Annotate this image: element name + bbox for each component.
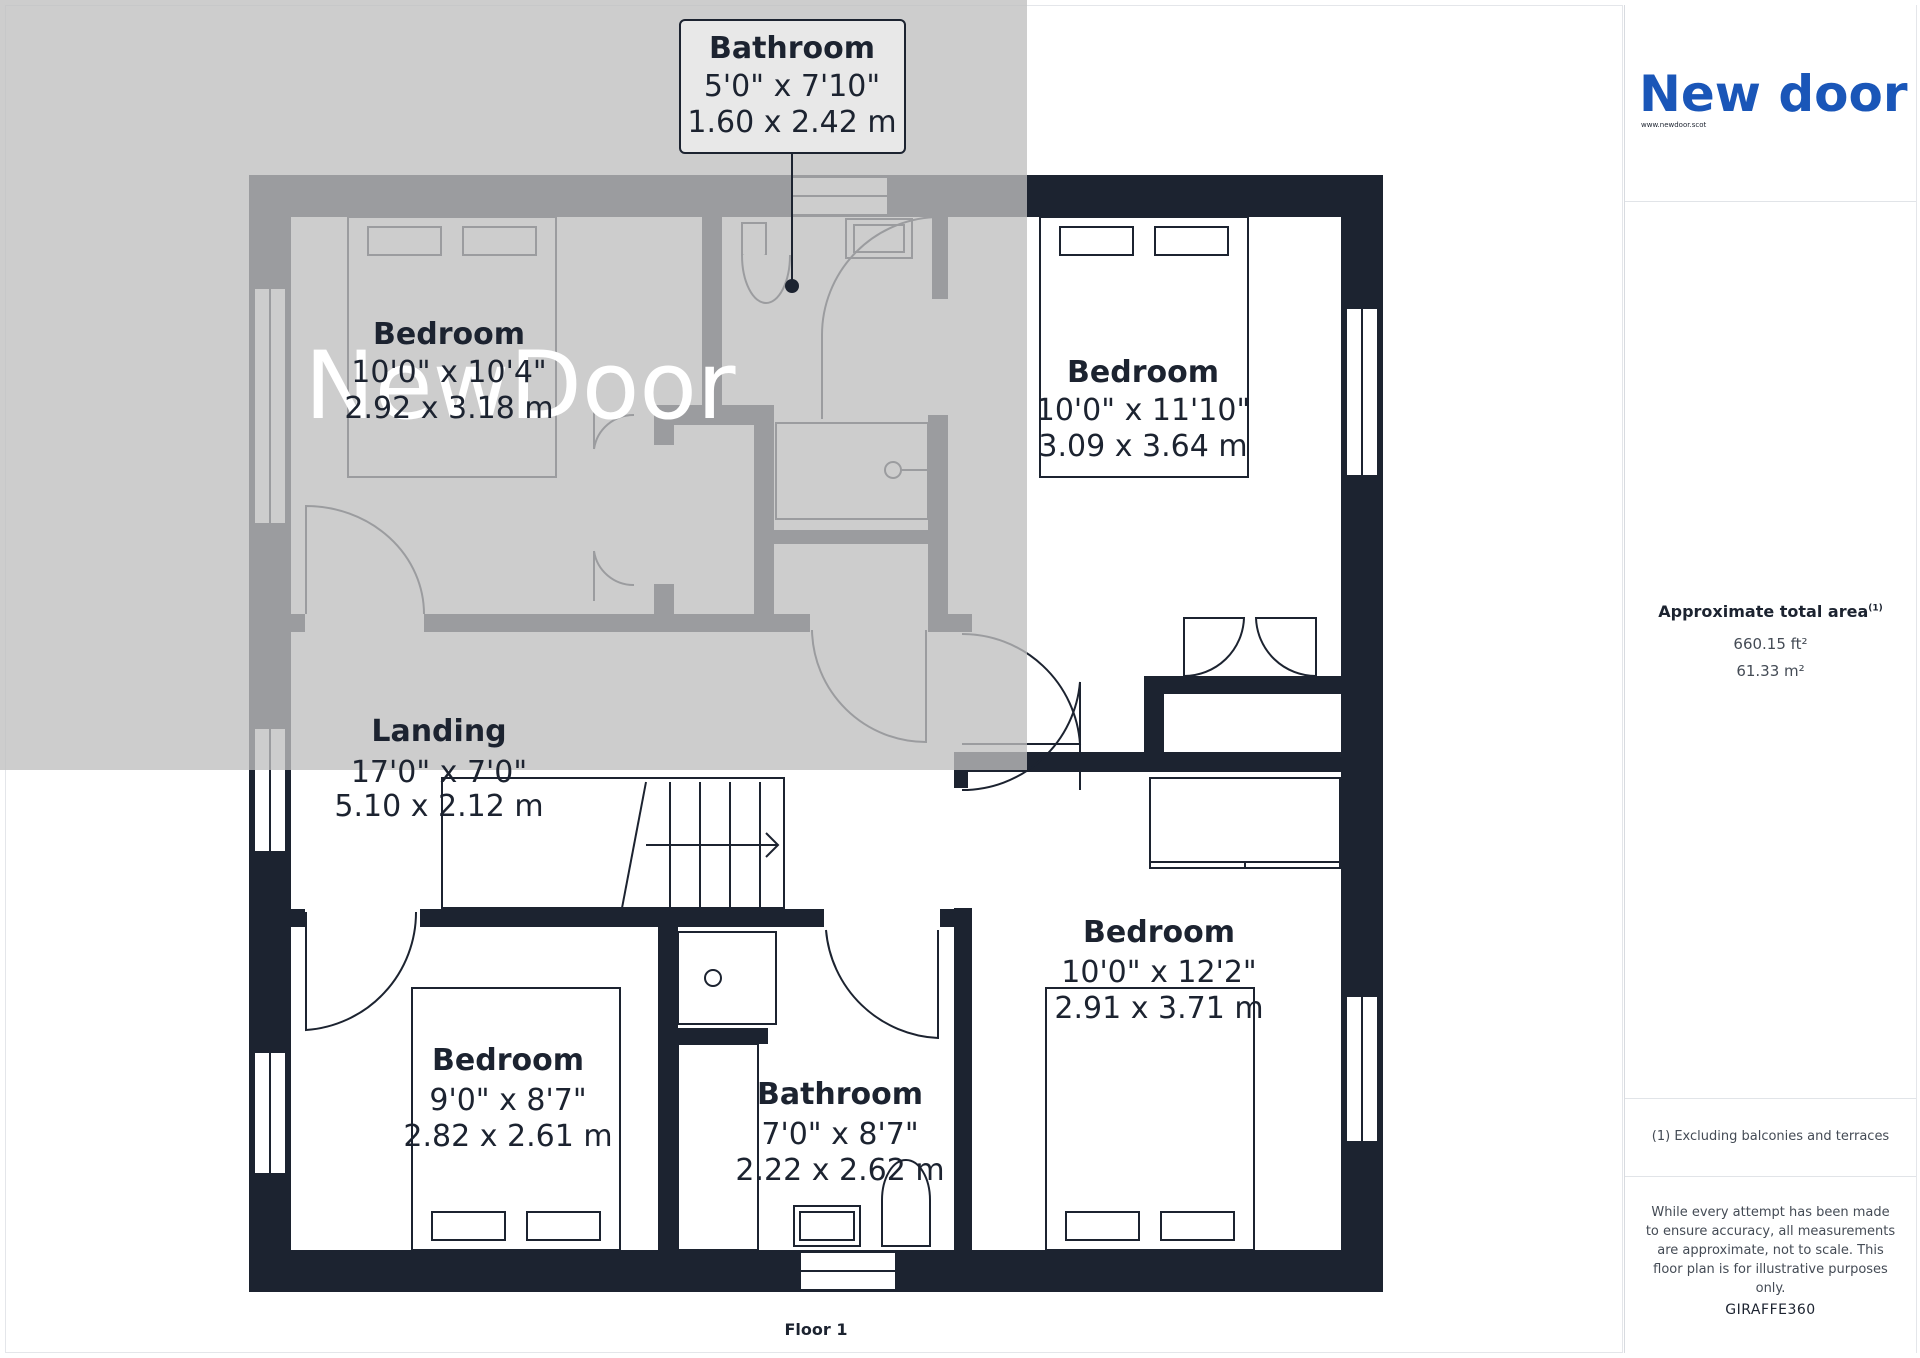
room-dims-metric: 3.09 x 3.64 m: [1038, 429, 1247, 464]
room-dims-metric: 2.22 x 2.62 m: [735, 1153, 944, 1188]
room-dims-metric: 5.10 x 2.12 m: [334, 789, 543, 824]
brand-logo: New door: [1639, 65, 1909, 137]
room-dims-imperial: 7'0" x 8'7": [761, 1117, 918, 1152]
room-dims-imperial: 9'0" x 8'7": [429, 1083, 586, 1118]
logo-wordmark: New door: [1639, 67, 1908, 123]
room-dims-imperial: 10'0" x 11'10": [1036, 393, 1251, 428]
room-label-bedroom-bottom-right: Bedroom 10'0" x 12'2" 2.91 x 3.71 m: [1054, 915, 1263, 1026]
sidebar-divider: [1625, 201, 1916, 202]
room-name: Bedroom: [432, 1043, 584, 1078]
room-dims-metric: 1.60 x 2.42 m: [687, 105, 896, 140]
floor-label: Floor 1: [784, 1320, 848, 1339]
room-dims-metric: 2.92 x 3.18 m: [344, 391, 553, 426]
room-label-bedroom-bottom-left: Bedroom 9'0" x 8'7" 2.82 x 2.61 m: [403, 1043, 612, 1154]
room-dims-imperial: 17'0" x 7'0": [351, 755, 527, 790]
exclusion-note: (1) Excluding balconies and terraces: [1651, 1129, 1890, 1144]
area-label: Approximate total area(1): [1658, 602, 1883, 621]
floor-plan: NewDoor Bathroom 5'0" x 7'10" 1.60 x 2.4…: [0, 0, 1383, 1292]
logo-url: www.newdoor.scot: [1641, 121, 1707, 129]
room-label-bedroom-top-left: Bedroom 10'0" x 10'4" 2.92 x 3.18 m: [344, 317, 553, 426]
sidebar-divider: [1625, 1176, 1916, 1177]
area-sqft: 660.15 ft²: [1733, 635, 1808, 653]
room-dims-metric: 2.91 x 3.71 m: [1054, 991, 1263, 1026]
credit: GIRAFFE360: [1725, 1302, 1816, 1318]
room-label-bedroom-top-right: Bedroom 10'0" x 11'10" 3.09 x 3.64 m: [1036, 355, 1251, 464]
room-dims-imperial: 5'0" x 7'10": [704, 69, 880, 104]
area-sqm: 61.33 m²: [1736, 662, 1805, 680]
room-dims-imperial: 10'0" x 12'2": [1061, 955, 1256, 990]
sidebar-divider: [1625, 1098, 1916, 1099]
room-name: Bedroom: [1067, 355, 1219, 390]
room-name: Bedroom: [373, 317, 525, 352]
room-dims-imperial: 10'0" x 10'4": [351, 355, 546, 390]
room-label-landing: Landing 17'0" x 7'0" 5.10 x 2.12 m: [334, 714, 543, 824]
info-sidebar: New door www.newdoor.scot Approximate to…: [1624, 5, 1917, 1353]
room-name: Bathroom: [757, 1077, 923, 1112]
room-dims-metric: 2.82 x 2.61 m: [403, 1119, 612, 1154]
staircase: [441, 777, 785, 909]
room-name: Bathroom: [709, 31, 875, 66]
room-label-bathroom-top: Bathroom 5'0" x 7'10" 1.60 x 2.42 m: [679, 19, 906, 293]
room-name: Landing: [371, 714, 506, 749]
room-label-bathroom-bottom: Bathroom 7'0" x 8'7" 2.22 x 2.62 m: [735, 1077, 944, 1188]
room-name: Bedroom: [1083, 915, 1235, 950]
watermark-text: NewDoor: [304, 332, 735, 441]
disclaimer: While every attempt has been made to ens…: [1645, 1205, 1896, 1296]
